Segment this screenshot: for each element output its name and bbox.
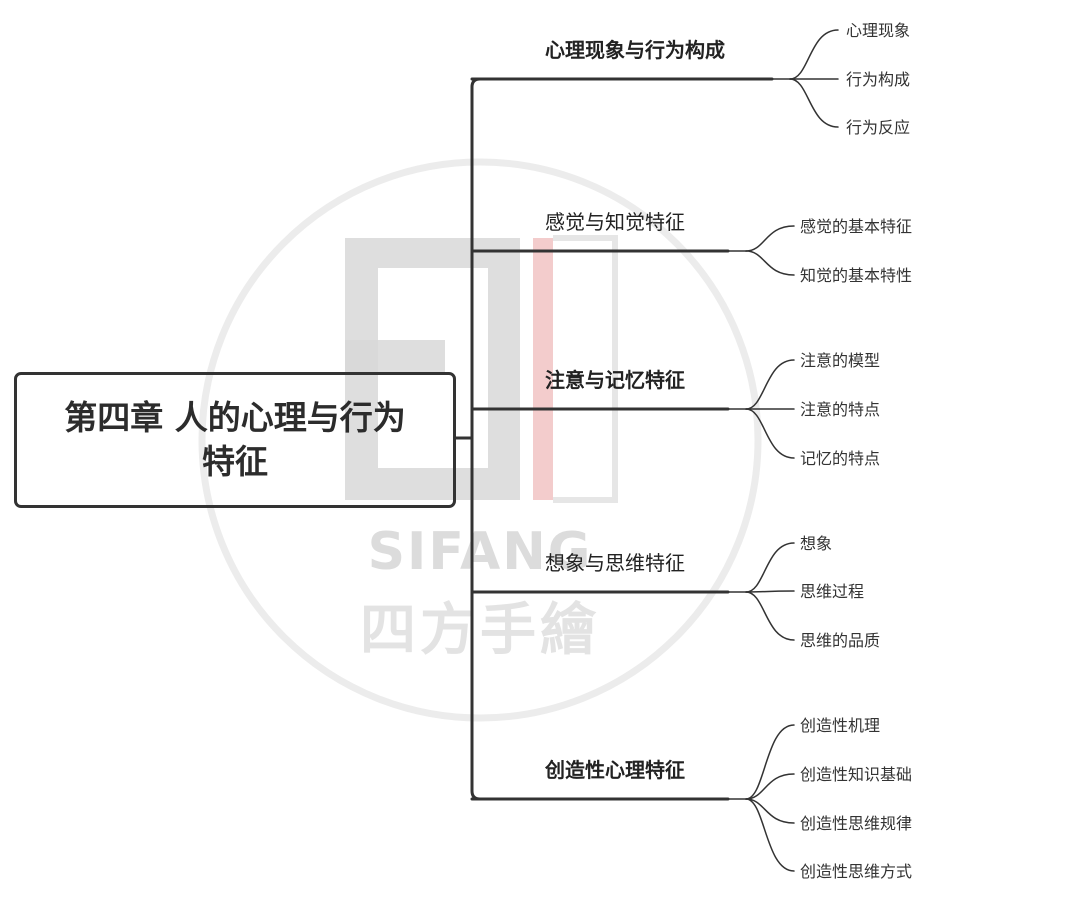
leaf-label[interactable]: 注意的模型 [800, 351, 881, 370]
leaf-label[interactable]: 思维的品质 [800, 631, 881, 650]
leaf-label[interactable]: 行为反应 [846, 118, 911, 137]
leaf-line [745, 591, 795, 641]
branch-label-2[interactable]: 感觉与知觉特征 [545, 210, 685, 234]
watermark-circle [198, 158, 762, 722]
branch-label-4[interactable]: 想象与思维特征 [545, 551, 685, 575]
leaf-line [745, 773, 795, 800]
leaf-line [745, 798, 795, 872]
leaf-label[interactable]: 行为构成 [846, 70, 911, 89]
leaf-label[interactable]: 创造性机理 [800, 716, 881, 735]
leaf-label[interactable]: 创造性思维方式 [800, 862, 913, 881]
leaf-label[interactable]: 心理现象 [846, 21, 911, 40]
leaf-label[interactable]: 创造性知识基础 [800, 765, 913, 784]
leaf-line [745, 359, 795, 410]
leaf-line [745, 798, 795, 824]
leaf-line [745, 724, 795, 800]
leaf-line [745, 542, 795, 593]
root-node[interactable]: 第四章 人的心理与行为特征 [14, 372, 456, 508]
leaf-line [745, 408, 795, 459]
trunk-line [470, 77, 482, 801]
leaf-label[interactable]: 知觉的基本特性 [800, 266, 913, 285]
leaf-label[interactable]: 想象 [800, 534, 833, 553]
watermark-mark-gray [345, 238, 520, 500]
leaf-line [789, 78, 839, 128]
leaf-line [745, 225, 795, 252]
branch-label-1[interactable]: 心理现象与行为构成 [545, 38, 725, 62]
leaf-label[interactable]: 记忆的特点 [800, 449, 881, 468]
leaf-line [789, 29, 839, 80]
leaf-line [745, 590, 795, 593]
watermark-brand-cn: 四方手繪 [360, 598, 600, 663]
watermark-brand-en: SIFANG [367, 522, 593, 582]
branch-label-3[interactable]: 注意与记忆特征 [545, 368, 685, 392]
leaf-label[interactable]: 注意的特点 [800, 400, 881, 419]
leaf-line [745, 250, 795, 276]
watermark-mark-outline [553, 235, 618, 503]
branch-label-5[interactable]: 创造性心理特征 [545, 758, 685, 782]
leaf-label[interactable]: 思维过程 [800, 582, 865, 601]
root-title: 第四章 人的心理与行为特征 [64, 398, 406, 481]
watermark-mark-red [533, 238, 553, 500]
leaf-label[interactable]: 创造性思维规律 [800, 814, 913, 833]
leaf-label[interactable]: 感觉的基本特征 [800, 217, 913, 236]
watermark-mark-gray-bar [345, 340, 445, 372]
